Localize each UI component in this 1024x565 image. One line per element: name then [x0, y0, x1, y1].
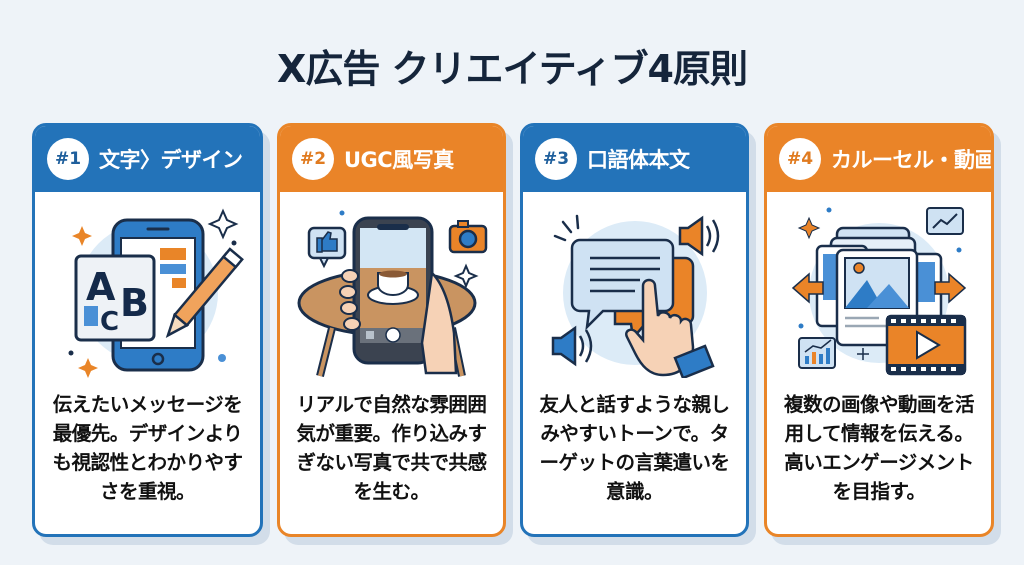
principle-card-2: #2 UGC風写真 — [277, 123, 506, 537]
phone-photo-coffee-icon — [280, 192, 503, 382]
card-title: UGC風写真 — [344, 148, 454, 172]
carousel-video-icon — [767, 192, 991, 382]
card-description: 友人と話すような親しみやすいトーンで。ターゲットの言葉遣いを意識。 — [539, 393, 730, 503]
card-header: #4 カルーセル・動画 — [767, 126, 991, 192]
svg-text:C: C — [100, 307, 119, 337]
page-title: X広告 クリエイティブ4原則 — [277, 47, 748, 91]
principle-card-1: #1 文字〉デザイン A B C — [32, 123, 263, 537]
speech-bubble-hand-icon — [523, 192, 746, 382]
card-header: #3 口語体本文 — [523, 126, 746, 192]
number-badge: #1 — [47, 138, 89, 180]
card-description: 複数の画像や動画を活用して情報を伝える。高いエンゲージメントを目指す。 — [783, 393, 975, 503]
number-badge: #3 — [535, 138, 577, 180]
card-header: #1 文字〉デザイン — [35, 126, 260, 192]
card-description: 伝えたいメッセージを最優先。デザインよりも視認性とわかりやすさを重視。 — [52, 393, 243, 503]
card-description: リアルで自然な雰囲囲気が重要。作り込みすぎない写真で共で共感を生む。 — [296, 393, 487, 503]
card-title: カルーセル・動画 — [831, 148, 994, 172]
principle-card-4: #4 カルーセル・動画 — [764, 123, 994, 537]
card-title: 文字〉デザイン — [99, 148, 243, 172]
number-badge: #2 — [292, 138, 334, 180]
svg-text:B: B — [120, 281, 149, 325]
principle-card-3: #3 口語体本文 友人と話すような親しみやすいトーンで。ターゲットの言葉遣いを意… — [520, 123, 749, 537]
phone-abc-pencil-icon: A B C — [35, 192, 260, 382]
card-header: #2 UGC風写真 — [280, 126, 503, 192]
card-title: 口語体本文 — [587, 148, 690, 172]
number-badge: #4 — [779, 138, 821, 180]
svg-text:A: A — [86, 265, 116, 309]
